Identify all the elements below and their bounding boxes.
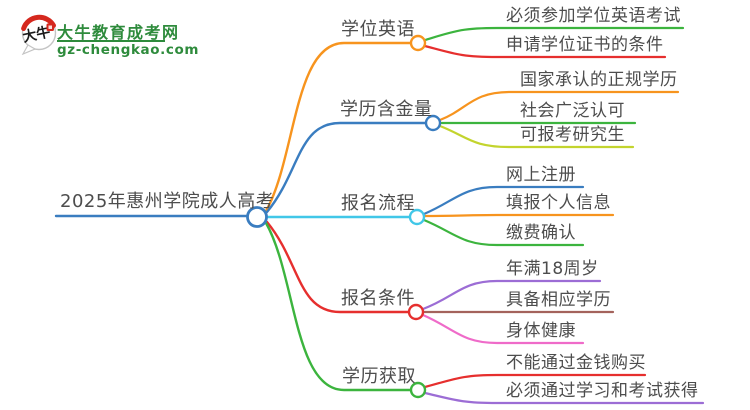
branch-label-registration-process: 报名流程 — [341, 193, 415, 214]
branch-label-diploma-acquisition: 学历获取 — [342, 366, 416, 387]
child-label-cannot-buy: 不能通过金钱购买 — [506, 353, 646, 373]
logo-title: 大牛教育成考网 — [57, 23, 180, 42]
child-line-good-health — [421, 313, 585, 345]
node-circle-degree-english — [409, 34, 427, 52]
seal-mark — [48, 25, 52, 29]
child-label-must-study-exam: 必须通过学习和考试获得 — [506, 381, 699, 401]
child-label-degree-certificate-condition: 申请学位证书的条件 — [506, 35, 664, 55]
child-line-age-18 — [421, 279, 602, 311]
node-circle-diploma-value — [424, 114, 442, 132]
branch-line-diploma-acquisition — [264, 221, 413, 392]
bubble-red-arc — [21, 14, 56, 31]
branch-label-degree-english: 学位英语 — [341, 19, 415, 40]
child-line-degree-certificate-condition — [423, 44, 667, 59]
logo-divider — [57, 40, 165, 42]
branch-line-degree-english — [264, 41, 413, 213]
child-line-online-registration — [422, 185, 585, 216]
bubble-tail — [21, 44, 37, 55]
branch-label-diploma-value: 学历含金量 — [340, 99, 433, 120]
child-label-payment-confirmation: 缴费确认 — [506, 223, 576, 243]
site-logo: 大牛 大牛教育成考网 gz-chengkao.com — [0, 0, 220, 60]
child-line-must-study-exam — [423, 391, 705, 405]
child-label-must-take-exam: 必须参加学位英语考试 — [506, 6, 681, 26]
child-line-postgraduate-eligible — [438, 124, 635, 149]
child-line-must-take-exam — [423, 26, 685, 42]
branch-line-diploma-value — [265, 121, 428, 214]
child-label-state-recognized: 国家承认的正规学历 — [520, 70, 678, 90]
root-topic-label: 2025年惠州学院成人高考 — [60, 191, 275, 212]
child-line-fill-personal-info — [422, 213, 615, 218]
branch-label-registration-requirements: 报名条件 — [341, 288, 415, 309]
logo-bubble-icon: 大牛 — [21, 14, 57, 55]
child-label-good-health: 身体健康 — [506, 321, 576, 341]
child-label-education-requirement: 具备相应学历 — [506, 290, 611, 310]
child-line-payment-confirmation — [422, 218, 585, 247]
node-circle-registration-process — [408, 208, 426, 226]
child-label-online-registration: 网上注册 — [506, 165, 576, 185]
node-circle-diploma-acquisition — [409, 381, 427, 399]
root-node-circle — [246, 206, 268, 228]
child-line-state-recognized — [438, 90, 680, 122]
child-label-socially-recognized: 社会广泛认可 — [520, 101, 625, 121]
branch-line-registration-requirements — [265, 220, 411, 314]
child-line-cannot-buy — [423, 373, 647, 389]
child-label-postgraduate-eligible: 可报考研究生 — [520, 125, 625, 145]
logo-icon-characters: 大牛 — [21, 23, 52, 45]
child-label-fill-personal-info: 填报个人信息 — [506, 193, 611, 213]
logo-domain: gz-chengkao.com — [57, 42, 200, 58]
node-circle-registration-requirements — [407, 303, 425, 321]
child-label-age-18: 年满18周岁 — [506, 259, 599, 279]
